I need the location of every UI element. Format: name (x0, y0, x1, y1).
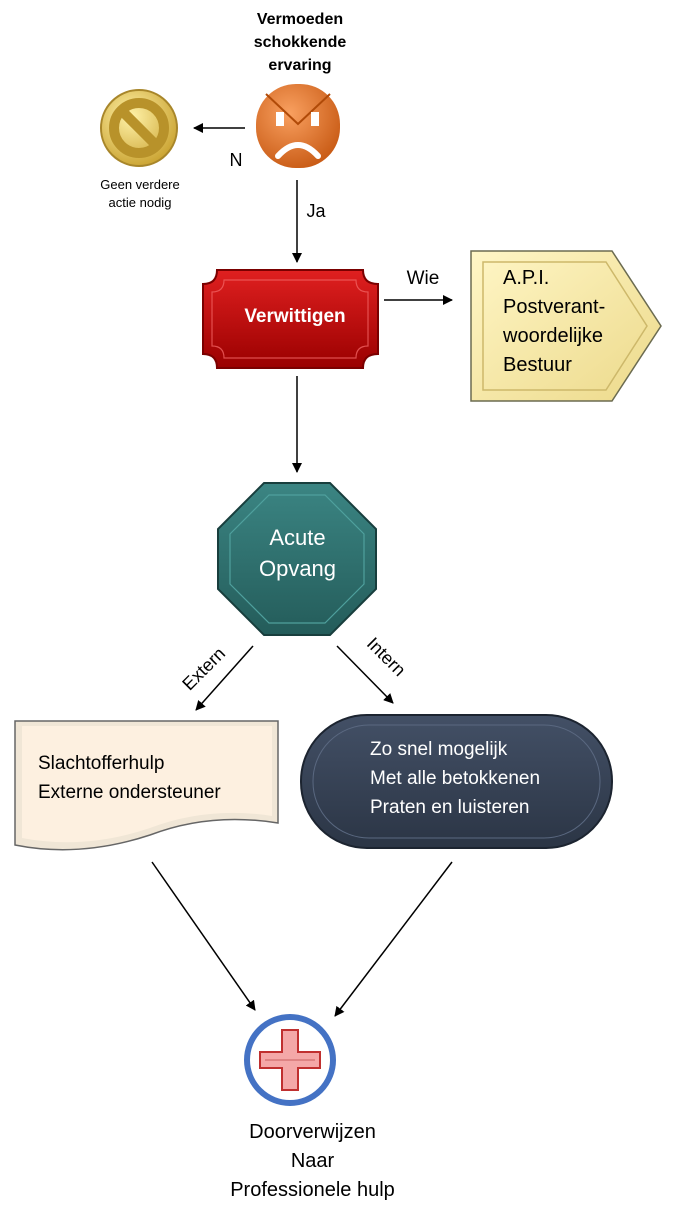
intern-text: Zo snel mogelijk Met alle betokkenen Pra… (370, 735, 600, 822)
medical-cross-icon (244, 1014, 336, 1106)
arrow-intern-to-final (334, 861, 453, 1017)
extern-line: Externe ondersteuner (38, 782, 221, 803)
who-box (470, 250, 662, 402)
extern-line: Slachtofferhulp (38, 753, 165, 774)
edge-label-yes: Ja (306, 201, 326, 221)
intern-box (300, 714, 613, 849)
edge-label-no: N (229, 150, 243, 170)
acute-line-2: Opvang (258, 556, 337, 581)
acute-line-1: Acute (269, 525, 326, 550)
arrow-to-intern (336, 645, 394, 704)
no-entry-icon (100, 89, 178, 167)
who-line: A.P.I. (503, 267, 550, 289)
extern-box (14, 720, 279, 851)
intern-line: Zo snel mogelijk (370, 739, 508, 760)
who-line: Postverant- (503, 296, 606, 318)
edge-label-who: Wie (406, 268, 440, 289)
edge-label-intern: Intern (363, 633, 410, 680)
arrow-extern-to-final (151, 861, 256, 1011)
who-text: A.P.I. Postverant- woordelijke Bestuur (503, 264, 643, 380)
intern-line: Met alle betokkenen (370, 768, 541, 789)
who-line: Bestuur (503, 354, 572, 376)
final-line: Professionele hulp (230, 1179, 395, 1201)
start-title: Vermoeden schokkende ervaring (253, 11, 347, 74)
extern-text: Slachtofferhulp Externe ondersteuner (38, 749, 278, 807)
stop-caption: Geen verdere actie nodig (100, 177, 180, 210)
final-text: Doorverwijzen Naar Professionele hulp (190, 1118, 435, 1205)
acute-text: Acute Opvang (220, 522, 375, 584)
final-line: Naar (290, 1150, 335, 1172)
notify-box (202, 269, 379, 369)
acute-octagon (217, 482, 377, 636)
notify-label: Verwittigen (244, 306, 346, 327)
start-sad-face-icon (256, 84, 340, 168)
final-line: Doorverwijzen (249, 1121, 376, 1143)
edge-label-extern: Extern (178, 643, 229, 694)
arrow-to-extern (195, 645, 254, 711)
who-line: woordelijke (503, 325, 604, 347)
intern-line: Praten en luisteren (370, 797, 530, 818)
